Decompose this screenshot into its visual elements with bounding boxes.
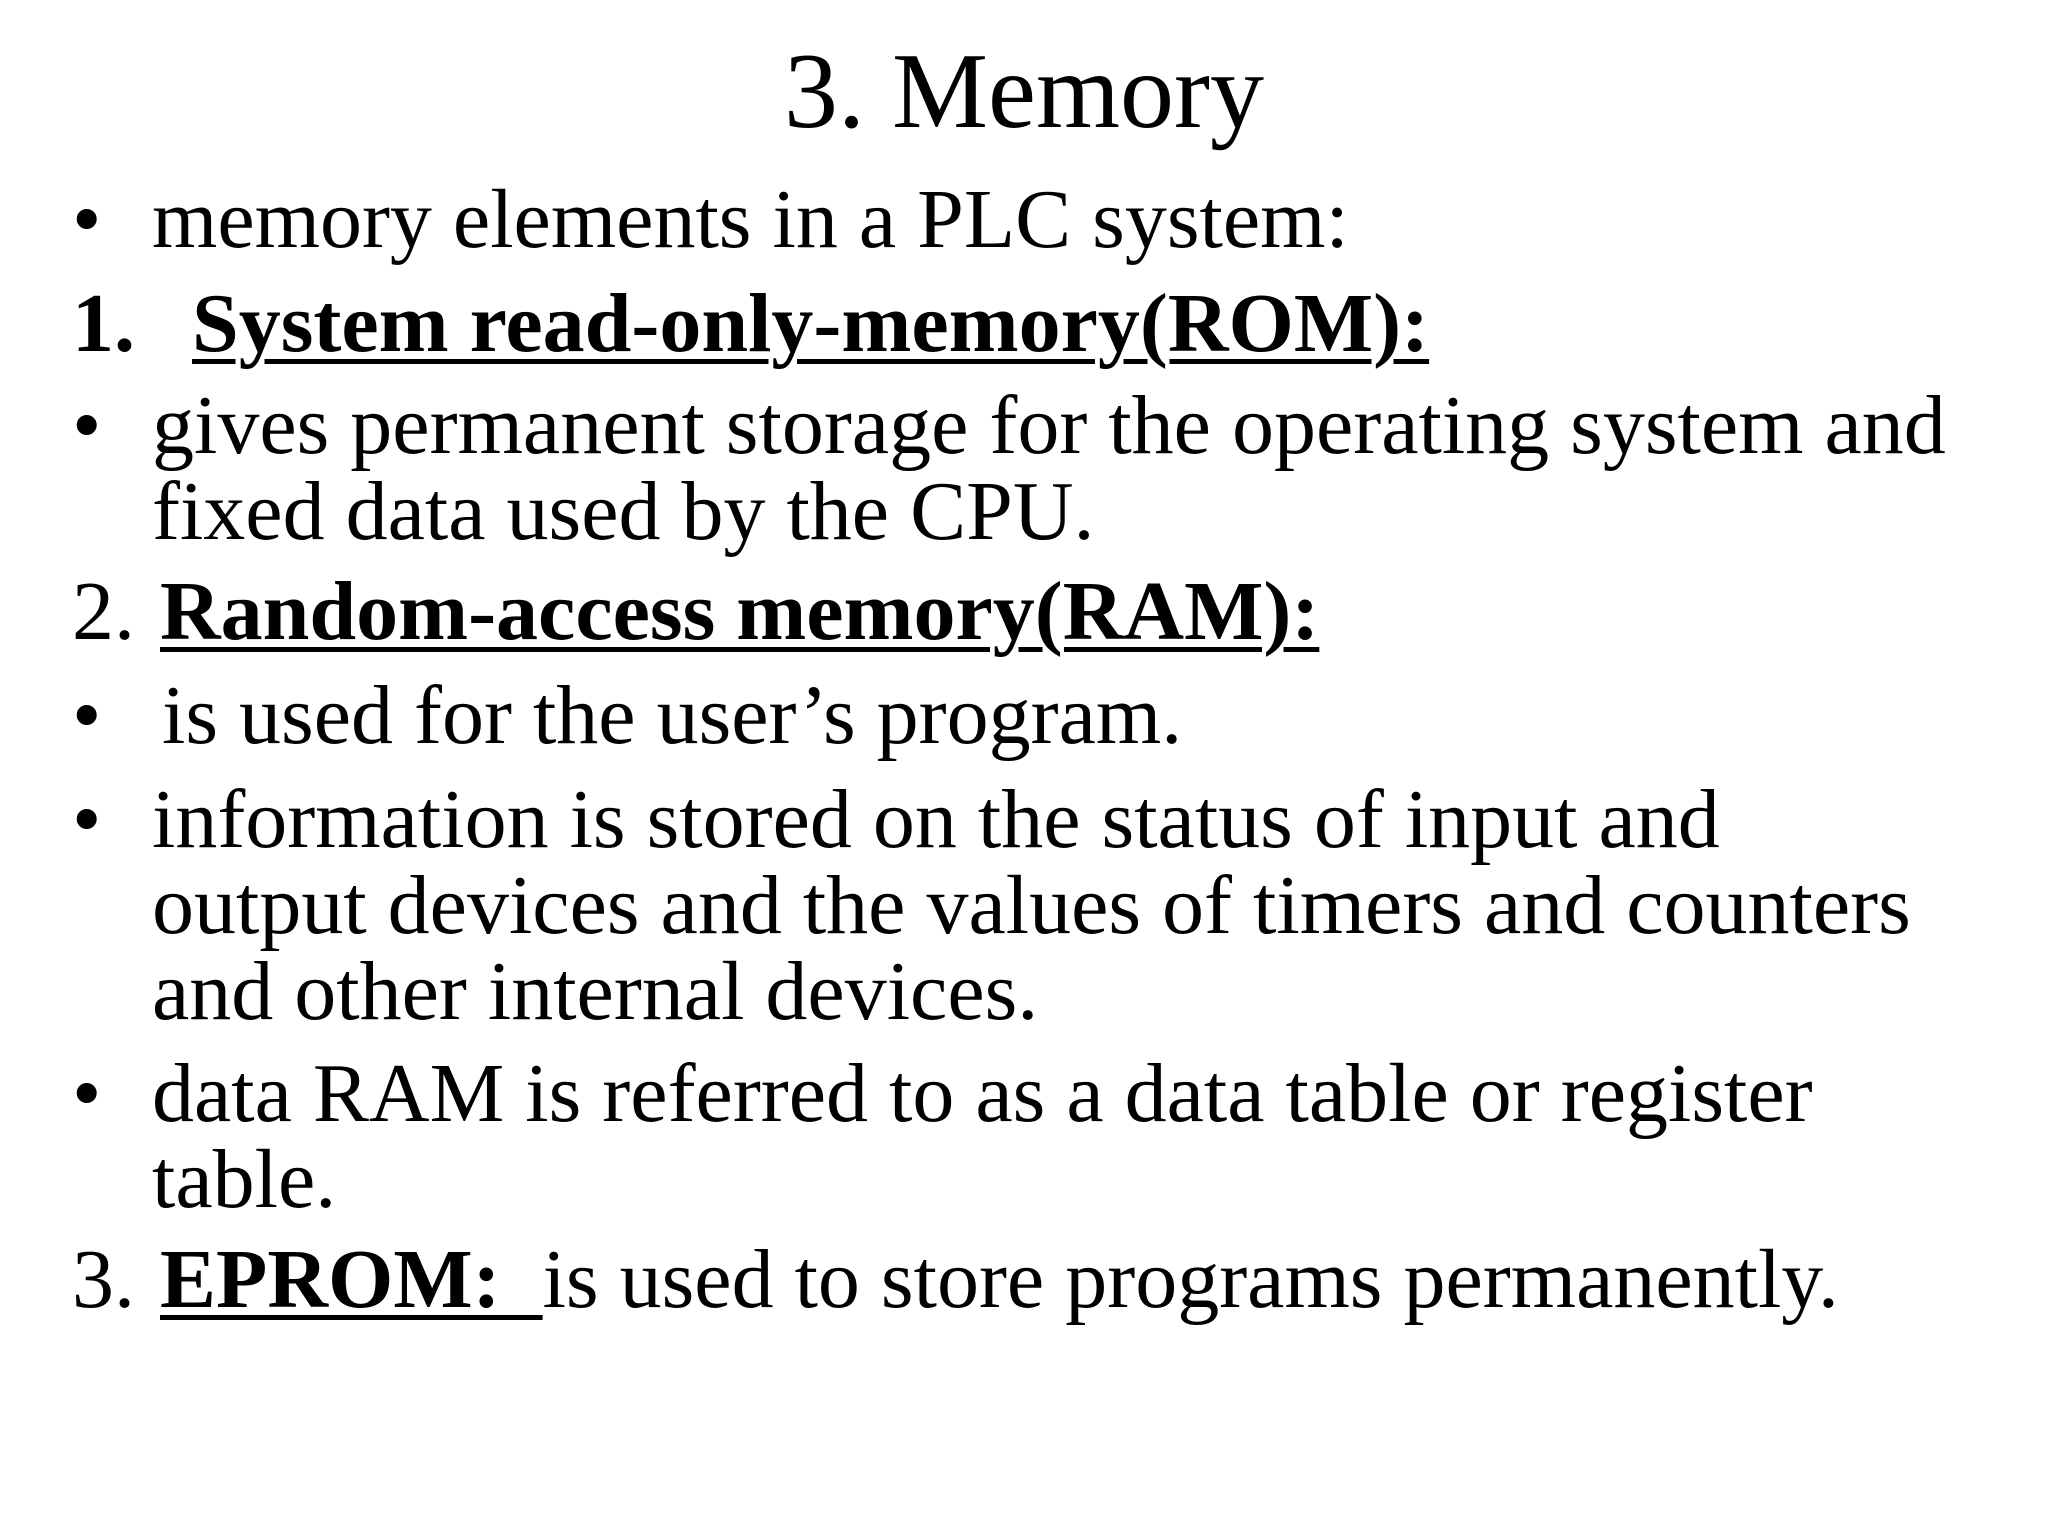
ram-bullet-line: and other internal devices. [152,945,1039,1038]
bullet-marker: • [72,1047,102,1140]
bullet-marker: • [72,379,102,472]
intro-text: memory elements in a PLC system: [152,173,1349,266]
bullet-marker: • [72,773,102,866]
ram-bullet-line: is used for the user’s program. [162,669,1183,762]
bullet-marker: • [72,669,102,762]
eprom-number: 3. [72,1233,135,1326]
rom-number: 1. [72,277,135,370]
eprom-text: is used to store programs permanently. [542,1233,1839,1326]
ram-bullet-line: information is stored on the status of i… [152,773,1720,866]
ram-bullet-line: table. [152,1133,337,1226]
ram-bullet-line: data RAM is referred to as a data table … [152,1047,1813,1140]
ram-heading: Random-access memory(RAM): [160,565,1320,658]
ram-bullet-line: output devices and the values of timers … [152,859,1911,952]
rom-heading: System read-only-memory(ROM): [192,277,1430,370]
ram-number: 2. [72,565,135,658]
rom-text-line: gives permanent storage for the operatin… [152,379,1946,472]
slide-title: 3. Memory [784,32,1264,151]
eprom-heading: EPROM: [160,1233,543,1326]
eprom-line: EPROM: is used to store programs permane… [160,1238,1839,1322]
bullet-marker: • [72,173,102,266]
rom-text-line: fixed data used by the CPU. [152,465,1095,558]
